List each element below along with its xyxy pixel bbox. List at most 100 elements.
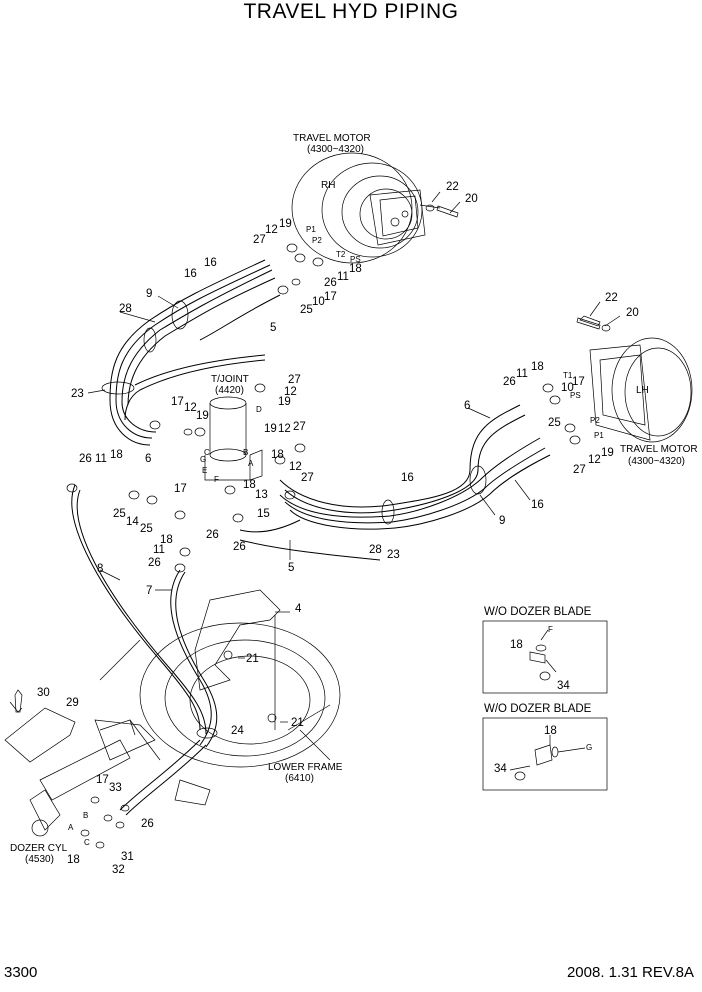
callout: 25 [548,417,561,429]
callout: 27 [253,234,266,246]
callout: 12 [588,454,601,466]
hose-clamps [101,300,487,739]
callout: 12 [289,461,302,473]
callout: 14 [126,516,139,528]
motor-lh-side: LH [636,385,649,396]
callout: 11 [153,544,165,556]
inset-2-callout-34: 34 [494,763,507,775]
hose-bundle-upper [109,259,281,446]
lower-frame-label: LOWER FRAME [268,762,343,773]
callout: 23 [387,549,400,561]
port-label: C [84,838,90,847]
lower-frame-code: (6410) [285,773,314,784]
callout-numbers: 22 20 19 12 27 16 16 18 11 26 17 10 25 5… [37,181,639,876]
callout: 24 [231,725,244,737]
callout: 10 [561,382,574,394]
callout: 16 [184,268,197,280]
port-label: A [248,459,254,468]
travel-motor-lh [576,317,693,443]
callout: 21 [246,653,259,665]
dozer-cyl-code: (4530) [25,854,54,865]
port-label: P1 [306,225,316,234]
callout: 13 [255,489,268,501]
port-label: T2 [336,250,346,259]
callout: 27 [288,374,301,386]
hose-bundle-lower-right [239,404,551,561]
callout: 18 [349,263,362,275]
port-label: D [256,405,262,414]
port-label: P2 [312,236,322,245]
port-label: T1 [563,371,573,380]
callout: 19 [264,423,277,435]
callout: 29 [66,697,79,709]
dozer-cyl-label: DOZER CYL [10,843,68,854]
page-number: 3300 [4,964,38,981]
callout: 19 [601,447,614,459]
callout: 19 [196,410,209,422]
lower-frame-bearing [94,589,341,806]
callout: 11 [95,453,107,465]
tjoint-label: T/JOINT [211,374,249,385]
callout: 25 [113,508,126,520]
callout: 25 [140,523,153,535]
callout: 17 [324,291,337,303]
port-label: A [68,823,74,832]
callout: 20 [626,307,639,319]
callout: 11 [516,368,528,380]
callout: 19 [279,218,292,230]
callout: 18 [110,449,123,461]
callout: 10 [312,296,325,308]
port-label: PS [350,255,361,264]
inset-1-callout-34: 34 [557,680,570,692]
turning-joint [204,396,263,481]
callout: 18 [243,479,256,491]
callout: 26 [324,277,337,289]
inset-1-port: F [548,625,553,634]
callout: 7 [146,585,152,597]
callout: 26 [206,529,219,541]
callout: 17 [96,774,109,786]
motor-rh-side: RH [321,180,335,191]
port-label: P2 [590,416,600,425]
tjoint-code: (4420) [215,385,244,396]
callout: 22 [446,181,459,193]
port-label: P1 [594,431,604,440]
callout: 17 [572,376,585,388]
callout: 21 [291,717,304,729]
motor-lh-label: TRAVEL MOTOR [620,444,698,455]
callout: 28 [119,303,132,315]
callout: 27 [573,464,586,476]
callout: 9 [499,515,505,527]
hose-dozer [71,484,218,816]
callout: 31 [121,851,134,863]
callout: 18 [67,854,80,866]
port-label: F [214,475,219,484]
fittings [14,243,601,849]
callout: 17 [174,483,187,495]
callout: 16 [531,499,544,511]
callout: 12 [284,386,297,398]
callout: 16 [401,472,414,484]
callout: 20 [465,193,478,205]
inset-1-callout-18: 18 [510,639,523,651]
callout: 18 [271,449,284,461]
callout: 11 [337,271,349,283]
callout: 32 [112,864,125,876]
port-label: C [204,448,210,457]
callout: 17 [171,396,184,408]
callout: 15 [257,508,270,520]
callout: 19 [278,396,291,408]
port-label: B [83,811,88,820]
callout: 6 [464,400,470,412]
revision-label: 2008. 1.31 REV.8A [566,964,694,981]
inset-2-port: G [586,743,592,752]
callout: 25 [300,304,313,316]
callout: 18 [160,534,173,546]
callout: 5 [270,322,276,334]
port-label: PS [570,391,581,400]
inset-1-box [482,620,608,694]
callout: 26 [79,453,92,465]
callout: 33 [109,782,122,794]
callout: 26 [233,541,246,553]
